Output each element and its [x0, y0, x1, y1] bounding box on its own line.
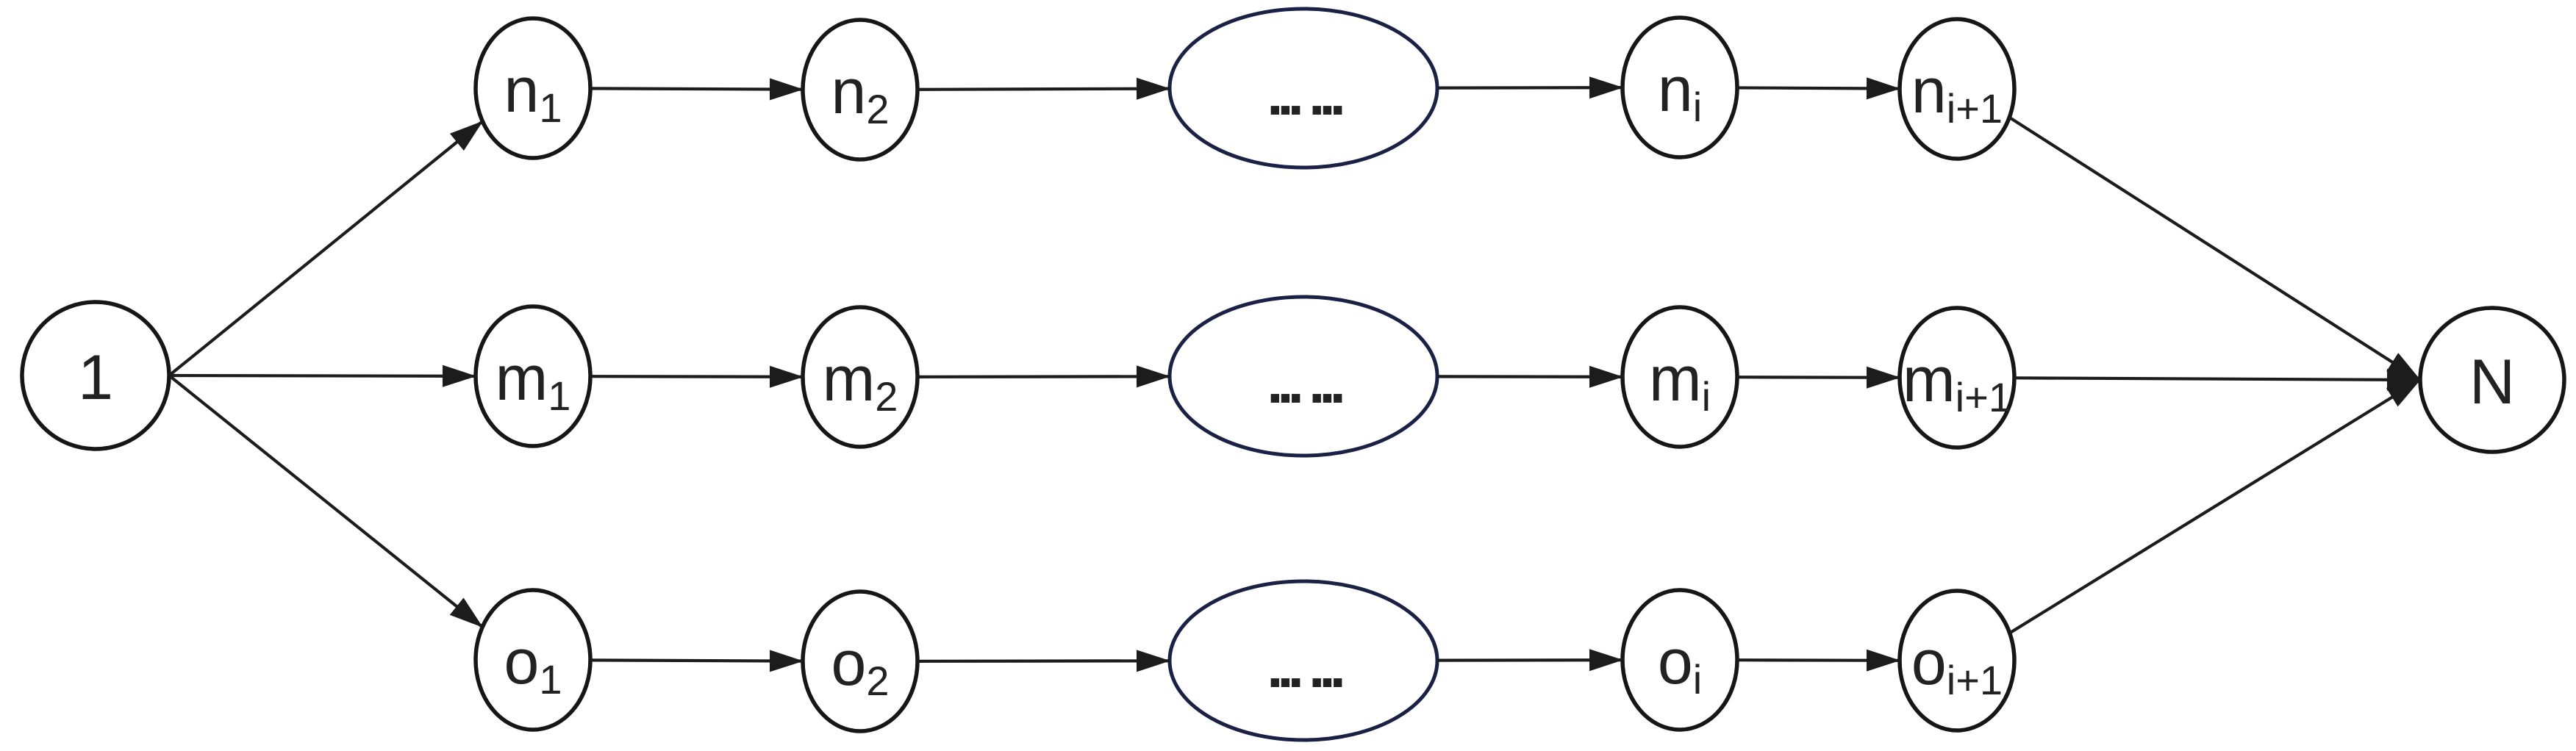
node-ni: ni — [1620, 15, 1739, 159]
node-label-subscript: i — [1702, 373, 1711, 420]
node-label: ... ... — [1267, 634, 1342, 700]
node-mdots: ... ... — [1167, 295, 1439, 458]
node-label: o2 — [831, 628, 890, 704]
edge-oi-oi1 — [1736, 649, 1901, 672]
node-label-subscript: i+1 — [1956, 374, 2011, 420]
edge-m1-m2 — [590, 365, 804, 388]
node-label: oi — [1658, 627, 1702, 703]
edge-ni-ni1 — [1736, 77, 1901, 100]
edge-n1-n2 — [590, 78, 804, 101]
edge-o1-o2 — [590, 650, 804, 672]
node-label-subscript: i — [1693, 84, 1702, 130]
node-end: N — [2418, 306, 2566, 454]
node-oi: oi — [1620, 588, 1739, 732]
node-label-subscript: 2 — [866, 86, 889, 132]
edge-start-n1 — [168, 120, 484, 377]
node-label-subscript: 1 — [548, 373, 570, 419]
node-ndots: ... ... — [1167, 7, 1439, 170]
node-shape — [473, 16, 593, 160]
node-start: 1 — [20, 300, 171, 451]
edge-layer — [168, 76, 2422, 672]
node-label-subscript: 1 — [539, 85, 562, 131]
node-n1: n1 — [473, 16, 593, 160]
node-label: ... ... — [1267, 62, 1342, 127]
node-label: ... ... — [1267, 350, 1342, 415]
node-oi1: oi+1 — [1897, 589, 2017, 733]
node-label: n1 — [504, 55, 562, 131]
node-label-subscript: 1 — [539, 656, 562, 703]
edge-m2-mdots — [917, 365, 1171, 388]
node-n2: n2 — [801, 18, 920, 162]
node-label: n2 — [831, 57, 890, 132]
node-mi1: mi+1 — [1897, 306, 2017, 450]
edge-oi1-end — [2008, 378, 2422, 635]
node-m1: m1 — [473, 304, 593, 448]
edge-start-o1 — [168, 374, 484, 628]
node-label-subscript: 2 — [866, 658, 889, 704]
node-odots: ... ... — [1167, 579, 1439, 742]
node-ni1: ni+1 — [1897, 17, 2017, 161]
edge-ni1-end — [2008, 115, 2422, 381]
node-m2: m2 — [801, 305, 920, 449]
edge-mi1-end — [2014, 368, 2421, 391]
node-label: N — [2469, 347, 2515, 417]
node-label: mi — [1649, 344, 1711, 420]
node-label-subscript: i+1 — [1947, 85, 2003, 132]
node-mi: mi — [1620, 305, 1739, 449]
node-o2: o2 — [801, 589, 920, 733]
node-label-subscript: i — [1693, 656, 1702, 703]
node-label-subscript: 2 — [875, 373, 898, 420]
edge-mi-mi1 — [1736, 366, 1901, 389]
node-label-subscript: i+1 — [1947, 657, 2003, 703]
node-o1: o1 — [473, 588, 593, 732]
edge-n2-ndots — [917, 77, 1171, 100]
node-label: 1 — [78, 342, 113, 413]
node-shape — [473, 588, 593, 732]
